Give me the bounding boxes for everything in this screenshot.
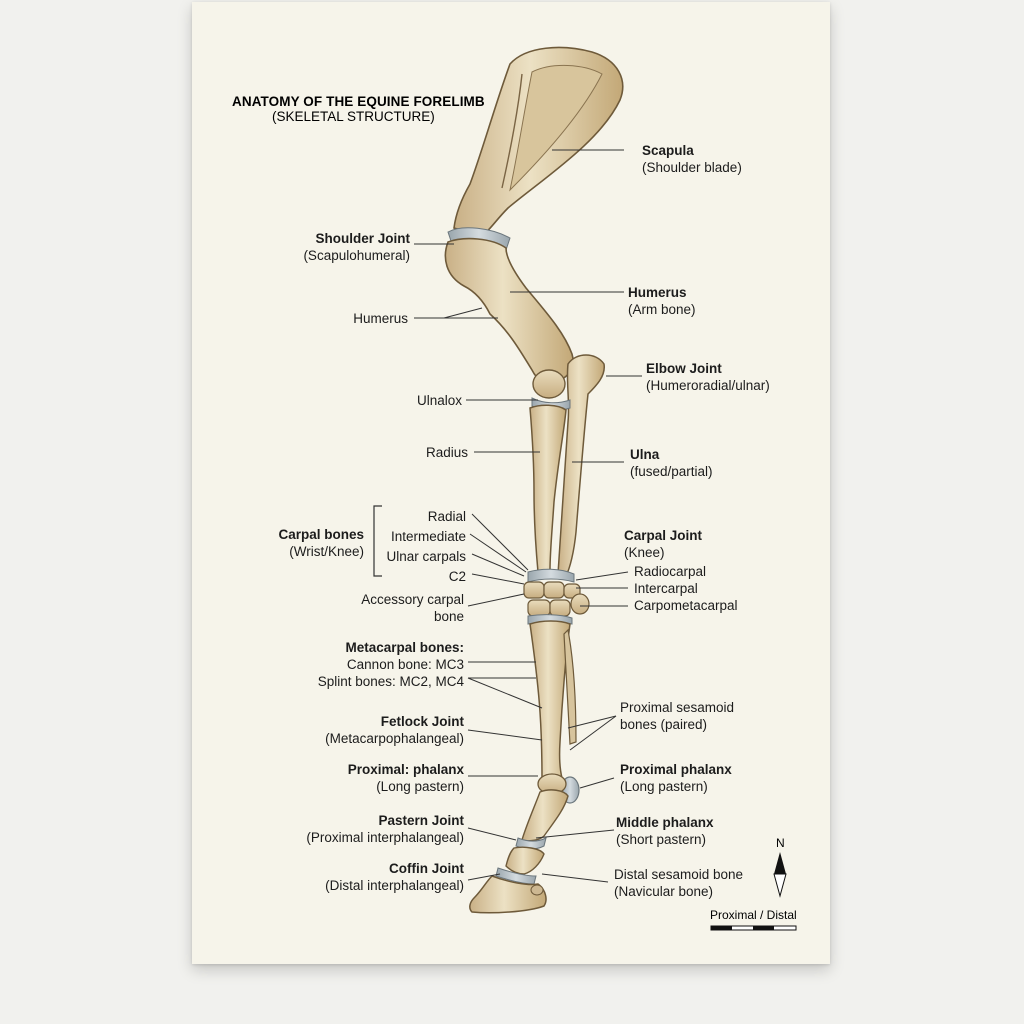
ulna-bone (557, 354, 605, 577)
compass-letter: N (776, 836, 785, 850)
label-distal-sesamoid: Distal sesamoid bone (Navicular bone) (614, 867, 744, 899)
forelimb-illustration (373, 46, 797, 931)
label-fetlock-joint: Fetlock Joint (Metacarpophalangeal) (325, 714, 464, 746)
label-accessory-carpal: Accessory carpal bone (361, 592, 464, 624)
label-proximal-phalanx-left: Proximal: phalanx (Long pastern) (347, 762, 464, 794)
humerus-condyle (532, 369, 566, 399)
label-carpal-joint-list: Radiocarpal Intercarpal Carpometacarpal (634, 564, 738, 613)
label-carpal-list: Radial Intermediate Ulnar carpals C2 (386, 509, 466, 584)
label-shoulder-joint: Shoulder Joint (Scapulohumeral) (303, 231, 410, 263)
label-carpal-joint: Carpal Joint (Knee) (624, 528, 703, 560)
coffin-bone (469, 875, 547, 914)
navicular-bone (530, 884, 544, 896)
scale-label: Proximal / Distal (710, 908, 797, 922)
scapula-fossa (509, 64, 603, 192)
label-carpal-bones: Carpal bones (Wrist/Knee) (278, 527, 364, 559)
label-radius: Radius (425, 445, 468, 460)
anatomy-poster: ANATOMY OF THE EQUINE FORELIMB (SKELETAL… (192, 2, 830, 964)
humerus-bone (444, 237, 574, 384)
label-middle-phalanx: Middle phalanx (Short pastern) (616, 815, 714, 847)
poster-title: ANATOMY OF THE EQUINE FORELIMB (232, 94, 485, 109)
proximal-phalanx-bone (521, 789, 569, 842)
label-proximal-phalanx-right: Proximal phalanx (Long pastern) (620, 762, 732, 794)
splint-bone (563, 628, 577, 745)
leader-lines (414, 149, 642, 883)
label-elbow-joint: Elbow Joint (Humeroradial/ulnar) (646, 361, 770, 393)
label-scapula: Scapula (Shoulder blade) (642, 143, 742, 175)
carpal-bracket (373, 505, 382, 577)
scapular-spine (501, 73, 523, 189)
radiocarpal-cartilage (527, 568, 575, 583)
compass-arrow-icon (773, 852, 787, 898)
label-ulna: Ulna (fused/partial) (630, 447, 713, 479)
label-pastern-joint: Pastern Joint (Proximal interphalangeal) (306, 813, 464, 845)
middle-phalanx-bone (505, 846, 545, 875)
title-block: ANATOMY OF THE EQUINE FORELIMB (SKELETAL… (232, 94, 485, 124)
radius-bone (529, 404, 567, 573)
label-proximal-sesamoid: Proximal sesamoid bones (paired) (620, 700, 735, 732)
poster-subtitle: (SKELETAL STRUCTURE) (272, 109, 435, 124)
carpal-bone-group (523, 581, 590, 617)
scale-bar (710, 925, 797, 931)
label-metacarpal-bones: Metacarpal bones: Cannon bone: MC3 Splin… (317, 640, 464, 689)
label-coffin-joint: Coffin Joint (Distal interphalangeal) (325, 861, 464, 893)
cannon-bone (529, 620, 571, 781)
label-humerus-arm: Humerus (Arm bone) (628, 285, 696, 317)
label-humerus-left: Humerus (353, 311, 408, 326)
label-ulnalox: Ulnalox (416, 393, 462, 408)
